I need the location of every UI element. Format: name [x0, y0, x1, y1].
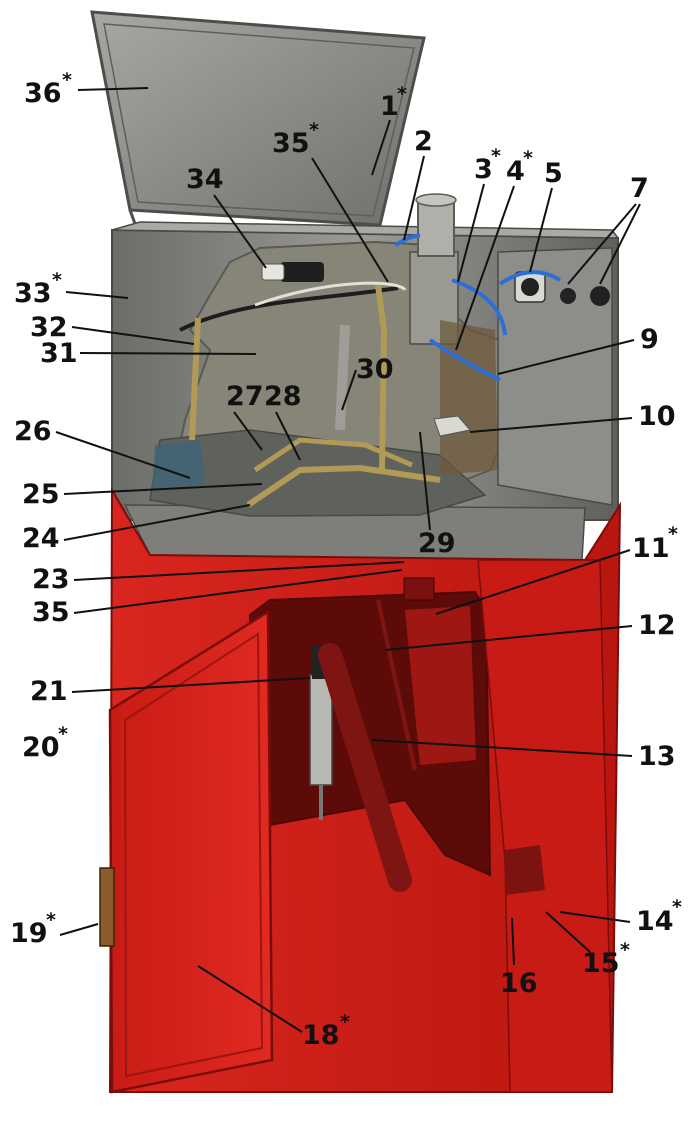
callout-11-number: 11: [632, 533, 670, 564]
callout-33: 33 *: [14, 269, 129, 309]
callout-32: 32: [30, 312, 195, 345]
callout-19-asterisk: *: [46, 909, 56, 931]
callout-4-asterisk: *: [523, 147, 533, 169]
callout-28-number: 28: [264, 381, 302, 412]
callout-5-number: 5: [544, 158, 563, 189]
callout-14-asterisk: *: [672, 896, 682, 918]
callout-21: 21: [30, 676, 311, 707]
callout-20-number: 20: [22, 732, 60, 763]
callout-31-number: 31: [40, 338, 78, 369]
callout-15-number: 15: [582, 948, 620, 979]
callout-29: 29: [418, 431, 456, 559]
callout-3: 3 *: [457, 145, 501, 283]
callout-21-number: 21: [30, 676, 68, 707]
callout-3-asterisk: *: [491, 145, 501, 167]
cabinet-door: [99, 609, 274, 1094]
callout-11: 11 *: [435, 523, 678, 615]
spray-brush: [261, 262, 324, 282]
blue-hoses: [394, 233, 562, 382]
interior-cutaway: [149, 193, 512, 517]
callout-20-asterisk: *: [58, 723, 68, 745]
callout-20: 20 *: [22, 723, 68, 763]
callout-5: 5: [529, 158, 563, 273]
callout-32-number: 32: [30, 312, 68, 343]
callout-36-asterisk: *: [62, 69, 72, 91]
callout-35-lower: 35: [32, 569, 403, 628]
callout-19: 19 *: [10, 909, 99, 949]
callout-27: 27: [226, 381, 264, 451]
callout-16: 16: [500, 917, 538, 999]
parts-tray: [179, 281, 471, 508]
callout-28: 28: [264, 381, 302, 461]
callout-12-number: 12: [638, 610, 676, 641]
callout-13: 13: [371, 739, 676, 772]
callout-18: 18 *: [197, 965, 350, 1051]
callout-23: 23: [32, 561, 405, 595]
callout-4-number: 4: [506, 156, 525, 187]
callout-24-number: 24: [22, 523, 60, 554]
callout-18-asterisk: *: [340, 1011, 350, 1033]
callout-14-number: 14: [636, 906, 674, 937]
callout-15-asterisk: *: [620, 939, 630, 961]
callout-26-number: 26: [14, 416, 52, 447]
callout-11-asterisk: *: [668, 523, 678, 545]
callout-4: 4 *: [455, 147, 533, 351]
callout-10: 10: [469, 401, 676, 433]
callout-18-number: 18: [302, 1020, 340, 1051]
control-panel: [497, 247, 613, 506]
pump-assembly: [309, 577, 435, 892]
callout-36-number: 36: [24, 78, 62, 109]
callout-16-number: 16: [500, 968, 538, 999]
callout-35-top: 35 *: [272, 119, 389, 283]
callout-23-number: 23: [32, 564, 70, 595]
callout-9: 9: [497, 324, 659, 375]
callout-7: 7: [567, 173, 649, 285]
callout-33-asterisk: *: [52, 269, 62, 291]
callout-2-number: 2: [414, 126, 433, 157]
lid: [90, 10, 426, 245]
callout-33-number: 33: [14, 278, 52, 309]
callout-3-number: 3: [474, 154, 493, 185]
callout-1: 1 *: [371, 83, 407, 176]
callout-35-top-number: 35: [272, 128, 310, 159]
callout-25: 25: [22, 479, 263, 510]
callout-19-number: 19: [10, 918, 48, 949]
callout-13-number: 13: [638, 741, 676, 772]
callout-24: 24: [22, 504, 251, 554]
callout-10-number: 10: [638, 401, 676, 432]
callout-25-number: 25: [22, 479, 60, 510]
callout-29-number: 29: [418, 528, 456, 559]
callout-34: 34: [186, 164, 267, 269]
callout-9-number: 9: [640, 324, 659, 355]
callout-15: 15 *: [545, 911, 630, 979]
callout-26: 26: [14, 416, 191, 479]
callout-30: 30: [341, 354, 394, 411]
callout-2: 2: [403, 126, 433, 241]
callout-34-number: 34: [186, 164, 224, 195]
callout-12: 12: [384, 610, 676, 651]
callout-14: 14 *: [559, 896, 682, 937]
callout-35-lower-number: 35: [32, 597, 70, 628]
callout-31: 31: [40, 338, 257, 369]
callout-1-asterisk: *: [397, 83, 407, 105]
callout-36: 36 *: [24, 69, 149, 109]
machine-illustration: [90, 10, 622, 1094]
callout-35-top-asterisk: *: [309, 119, 319, 141]
callout-30-number: 30: [356, 354, 394, 385]
callout-27-number: 27: [226, 381, 264, 412]
callout-7-number: 7: [630, 173, 649, 204]
callout-labels: 36 * 1 * 35 * 34 2 3 *: [10, 69, 682, 1051]
callout-1-number: 1: [380, 91, 399, 122]
